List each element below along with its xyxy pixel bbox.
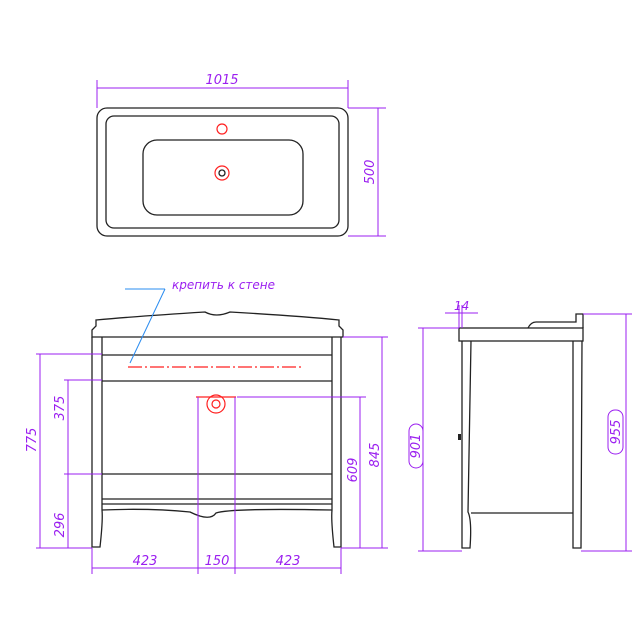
- basin-bowl: [142, 139, 304, 216]
- right-leg: [331, 337, 342, 548]
- dim-845: 845: [368, 443, 383, 468]
- basin-outline: [96, 107, 349, 237]
- dim-150: 150: [205, 554, 230, 569]
- front-view: крепить к стене 775 375 296 609 845 423 …: [25, 278, 388, 574]
- dim-423-left: 423: [133, 554, 158, 569]
- basin-rim: [105, 115, 340, 229]
- dim-14: 14: [454, 299, 469, 313]
- note-mount-to-wall: крепить к стене: [172, 278, 275, 292]
- top-view: 1015 500: [96, 73, 386, 237]
- countertop: [91, 311, 344, 338]
- dim-955: 955: [609, 420, 624, 445]
- dim-901: 901: [409, 434, 424, 459]
- drain-inner: [218, 169, 226, 177]
- leader-arrow: [129, 288, 166, 364]
- drain-symbol: [206, 394, 226, 414]
- side-view: 14 901 955: [408, 299, 632, 552]
- door-knob: [458, 434, 461, 440]
- left-leg: [91, 337, 103, 548]
- dim-775: 775: [25, 428, 40, 453]
- dim-296: 296: [53, 513, 68, 538]
- dim-375: 375: [53, 396, 68, 421]
- dim-423-right: 423: [276, 554, 301, 569]
- drain-hole: [214, 165, 230, 181]
- side-countertop: [458, 327, 584, 342]
- dim-500: 500: [363, 160, 378, 185]
- dim-609: 609: [346, 458, 361, 483]
- faucet-hole: [216, 123, 228, 135]
- dim-1015: 1015: [205, 73, 238, 88]
